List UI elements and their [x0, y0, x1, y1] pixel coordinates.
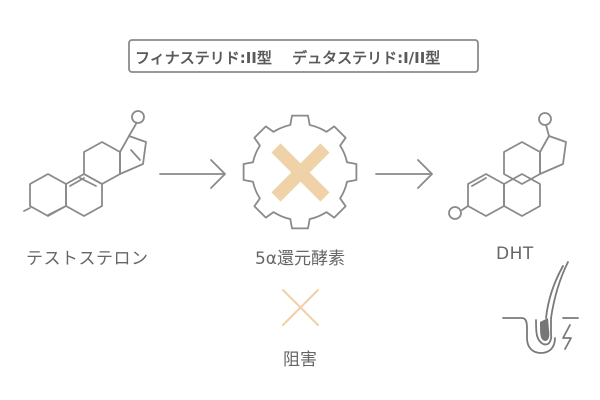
hair-bulb-icon: [540, 318, 550, 341]
inhibition-cross-icon: [282, 289, 319, 326]
banner-box: [128, 39, 479, 73]
inhibition-label: 阻害: [283, 350, 317, 370]
cross-icon: [271, 143, 330, 202]
arrow-right-icon: [159, 159, 226, 189]
gear-icon: [242, 114, 358, 230]
dht-label: DHT: [496, 244, 534, 264]
enzyme-label: 5α還元酵素: [254, 249, 346, 269]
testosterone-label: テストステロン: [26, 249, 149, 269]
hair-follicle-icon: [502, 261, 579, 354]
dht-structure-icon: [448, 112, 567, 220]
banner-text: フィナステリド:II型 デュタステリド:I/II型: [135, 49, 441, 67]
testosterone-structure-icon: [23, 110, 147, 217]
arrow-right-icon: [375, 159, 433, 189]
